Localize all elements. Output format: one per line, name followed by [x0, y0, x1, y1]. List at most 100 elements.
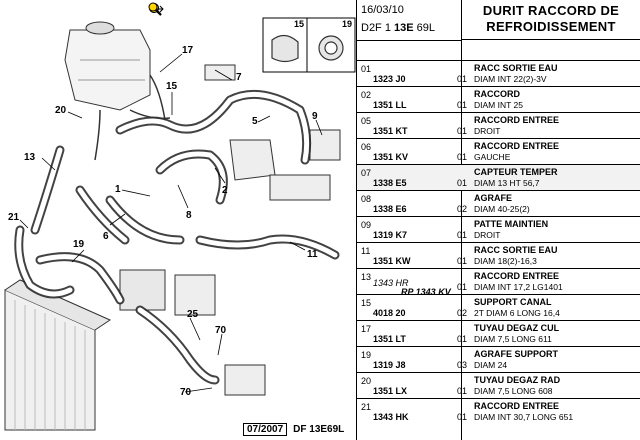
- callout-17[interactable]: 17: [182, 45, 194, 56]
- header-ref: D2F 1 13E 69L: [361, 22, 435, 34]
- part-name: RACCORD ENTREE: [474, 401, 560, 411]
- hose-diagram-drawing: [4, 17, 356, 431]
- part-description: GAUCHE: [474, 152, 511, 162]
- part-name: RACC SORTIE EAU: [474, 63, 558, 73]
- part-description: DIAM INT 17,2 LG1401: [474, 282, 563, 292]
- part-quantity: 01: [457, 74, 468, 84]
- part-name: TUYAU DEGAZ CUL: [474, 323, 560, 333]
- part-name: RACCORD: [474, 89, 520, 99]
- callout-6[interactable]: 6: [103, 231, 109, 242]
- zoom-out-icon[interactable]: [149, 2, 188, 18]
- callout-19[interactable]: 19: [73, 239, 85, 250]
- callout-5[interactable]: 5: [252, 116, 258, 127]
- part-name: AGRAFE SUPPORT: [474, 349, 559, 359]
- callout-11[interactable]: 11: [307, 249, 318, 260]
- part-quantity: 02: [457, 308, 468, 318]
- header-date: 16/03/10: [361, 4, 404, 16]
- part-position: 17: [361, 324, 372, 334]
- callout-13[interactable]: 13: [24, 152, 36, 163]
- part-position: 06: [361, 142, 372, 152]
- part-code: 1351 KT: [373, 126, 408, 136]
- callout-25[interactable]: 25: [187, 309, 199, 320]
- callout-70-bottom[interactable]: 70: [180, 387, 192, 398]
- part-position: 19: [361, 350, 372, 360]
- inset-label-19: 19: [342, 19, 353, 29]
- part-code: 1343 HK: [373, 412, 409, 422]
- part-description: DIAM 7,5 LONG 608: [474, 386, 553, 396]
- part-code: 1351 LT: [373, 334, 406, 344]
- part-code: 1351 KV: [373, 152, 409, 162]
- part-quantity: 01: [457, 152, 468, 162]
- part-name: CAPTEUR TEMPER: [474, 167, 558, 177]
- part-quantity: 03: [457, 360, 468, 370]
- part-position: 07: [361, 168, 372, 178]
- part-description: DROIT: [474, 126, 501, 136]
- part-quantity: 01: [457, 282, 468, 292]
- callout-1[interactable]: 1: [115, 184, 121, 195]
- header-ref-suffix: 69L: [416, 22, 436, 34]
- callout-21[interactable]: 21: [8, 212, 20, 223]
- part-name: RACC SORTIE EAU: [474, 245, 558, 255]
- part-quantity: 02: [457, 204, 468, 214]
- part-name: RACCORD ENTREE: [474, 115, 560, 125]
- callout-15[interactable]: 15: [166, 81, 178, 92]
- header-info: 16/03/10 D2F 1 13E 69L: [357, 0, 462, 41]
- part-quantity: 01: [457, 256, 468, 266]
- part-name: TUYAU DEGAZ RAD: [474, 375, 561, 385]
- callout-2[interactable]: 2: [222, 185, 228, 196]
- header-ref-bold: 13E: [394, 22, 414, 34]
- part-code: 1319 J8: [373, 360, 406, 370]
- part-code: 1351 LX: [373, 386, 408, 396]
- part-quantity: 01: [457, 178, 468, 188]
- part-description: DIAM 7,5 LONG 611: [474, 334, 552, 344]
- part-position: 20: [361, 376, 372, 386]
- part-quantity: 01: [457, 334, 468, 344]
- part-description: 2T DIAM 6 LONG 16,4: [474, 308, 560, 318]
- part-quantity: 01: [457, 412, 468, 422]
- part-code: 1338 E6: [373, 204, 407, 214]
- diagram-ref: DF 13E69L: [293, 423, 345, 435]
- part-position: 08: [361, 194, 372, 204]
- part-code: 1338 E5: [373, 178, 407, 188]
- part-position: 21: [361, 402, 372, 412]
- part-position: 11: [361, 246, 371, 256]
- title-line-2: REFROIDISSEMENT: [486, 19, 616, 34]
- part-code: 1319 K7: [373, 230, 408, 240]
- callout-20[interactable]: 20: [55, 105, 67, 116]
- callout-9[interactable]: 9: [312, 111, 318, 122]
- part-description: DIAM 24: [474, 360, 508, 370]
- part-name: RACCORD ENTREE: [474, 271, 560, 281]
- part-description: DIAM 18(2)-16,3: [474, 256, 537, 266]
- part-position: 15: [361, 298, 372, 308]
- part-code: 1351 LL: [373, 100, 407, 110]
- part-quantity: 01: [457, 386, 468, 396]
- part-name: PATTE MAINTIEN: [474, 219, 549, 229]
- diagram-date: 07/2007: [243, 422, 288, 436]
- part-description: DIAM 40-25(2): [474, 204, 530, 214]
- part-code: 4018 20: [373, 308, 406, 318]
- part-code: 1343 HR: [373, 278, 409, 288]
- zoom-fit-icon[interactable]: [148, 2, 212, 18]
- callout-8[interactable]: 8: [186, 210, 192, 221]
- callout-70-top[interactable]: 70: [215, 325, 227, 336]
- exploded-diagram: 15 19 17 15 7 20 5 9 1 2 13 8 6 21 19 11…: [4, 2, 356, 436]
- callout-7[interactable]: 7: [236, 72, 242, 83]
- inset-label-15: 15: [294, 19, 305, 29]
- part-quantity: 01: [457, 100, 468, 110]
- title-line-1: DURIT RACCORD DE: [482, 3, 620, 18]
